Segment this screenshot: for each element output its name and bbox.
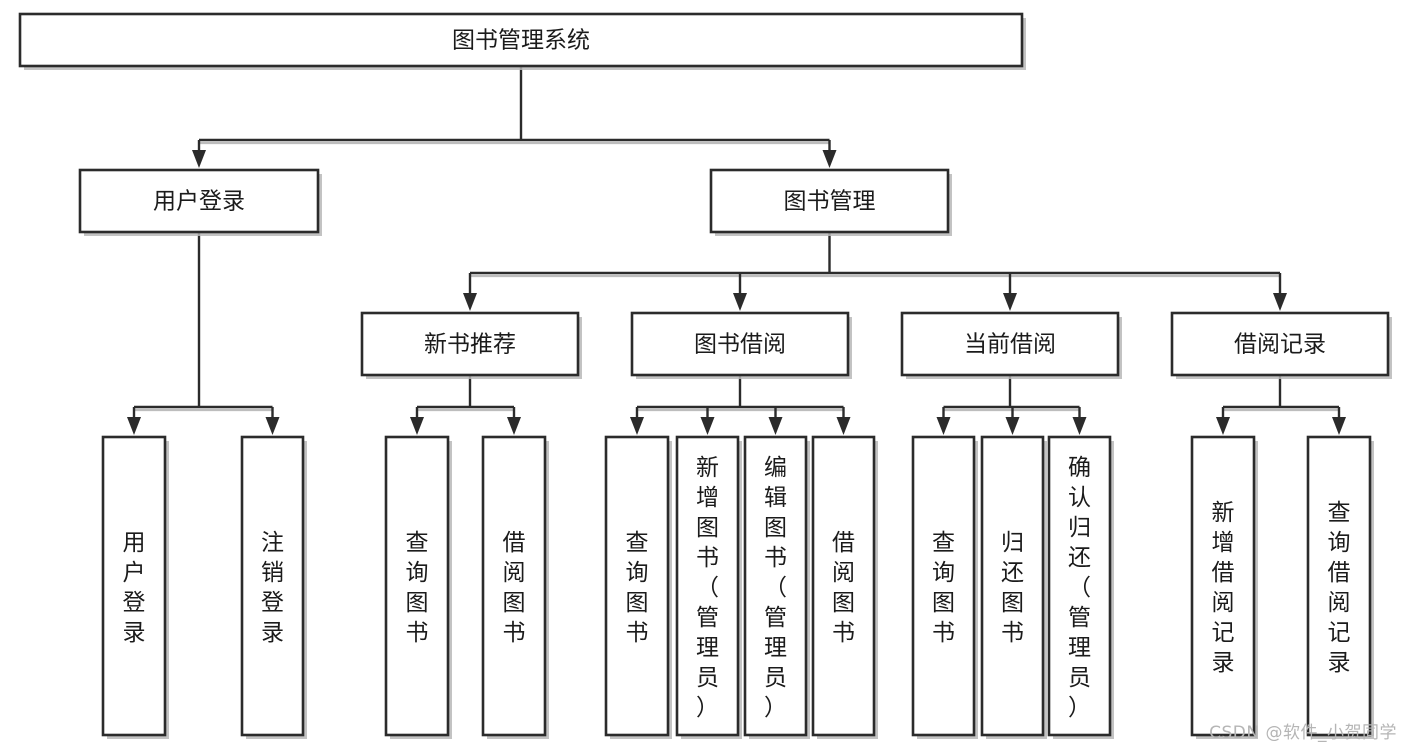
node-label-book-borrow: 图书借阅 (694, 332, 786, 358)
node-label-borrow-record: 借阅记录 (1234, 332, 1326, 358)
arrow-head-icon (768, 417, 783, 435)
arrow-head-icon (127, 417, 141, 435)
node-new-book-recommend[interactable]: 新书推荐 (360, 311, 582, 379)
node-user-login[interactable]: 用户登录 (78, 168, 322, 236)
node-label-leaf-return-book: 归还图书 (1001, 530, 1024, 646)
arrow-head-icon (1216, 417, 1230, 435)
arrow-head-icon (700, 417, 715, 435)
node-label-leaf-borrow-book-2: 借阅图书 (832, 530, 855, 646)
node-borrow-record[interactable]: 借阅记录 (1170, 311, 1392, 379)
node-label-leaf-query-borrow-record: 查询借阅记录 (1328, 500, 1351, 676)
arrow-head-icon (733, 293, 747, 311)
node-label-leaf-borrow-book-1: 借阅图书 (503, 530, 526, 646)
arrow-head-icon (192, 150, 206, 168)
node-label-leaf-confirm-return-admin: 确认归还（管理员） (1068, 455, 1091, 721)
arrow-head-icon (265, 417, 280, 435)
arrow-head-icon (463, 293, 477, 311)
node-leaf-return-book[interactable]: 归还图书 (980, 435, 1047, 739)
node-leaf-logout[interactable]: 注销登录 (240, 435, 307, 739)
node-leaf-query-book-2[interactable]: 查询图书 (604, 435, 672, 739)
node-label-book-manage: 图书管理 (784, 189, 876, 215)
arrow-head-icon (507, 417, 521, 435)
arrow-head-icon (410, 417, 424, 435)
node-leaf-query-book-1[interactable]: 查询图书 (384, 435, 452, 739)
arrow-head-icon (630, 417, 644, 435)
node-current-borrow[interactable]: 当前借阅 (900, 311, 1122, 379)
arrow-head-icon (1072, 417, 1087, 435)
node-label-leaf-user-login: 用户登录 (123, 530, 146, 646)
connector-group-root (192, 66, 837, 168)
arrow-head-icon (1273, 293, 1287, 311)
node-root[interactable]: 图书管理系统 (18, 12, 1026, 70)
node-label-leaf-add-book-admin: 新增图书（管理员） (696, 455, 719, 721)
node-label-current-borrow: 当前借阅 (964, 332, 1056, 358)
node-leaf-borrow-book-2[interactable]: 借阅图书 (811, 435, 878, 739)
arrow-head-icon (822, 150, 837, 168)
connector-group-new-book-recommend (410, 375, 521, 435)
node-leaf-user-login[interactable]: 用户登录 (101, 435, 169, 739)
arrow-head-icon (1005, 417, 1020, 435)
node-label-root: 图书管理系统 (452, 28, 590, 54)
node-leaf-query-borrow-record[interactable]: 查询借阅记录 (1306, 435, 1374, 739)
node-leaf-query-book-3[interactable]: 查询图书 (911, 435, 978, 739)
connector-group-current-borrow (936, 375, 1087, 435)
arrow-head-icon (836, 417, 851, 435)
node-label-leaf-query-book-1: 查询图书 (406, 530, 429, 646)
node-label-leaf-add-borrow-record: 新增借阅记录 (1212, 500, 1235, 676)
nodes-layer: 图书管理系统用户登录图书管理新书推荐图书借阅当前借阅借阅记录用户登录注销登录查询… (18, 12, 1392, 739)
node-book-borrow[interactable]: 图书借阅 (630, 311, 852, 379)
node-label-leaf-edit-book-admin: 编辑图书（管理员） (764, 455, 787, 721)
node-leaf-confirm-return-admin[interactable]: 确认归还（管理员） (1047, 435, 1114, 739)
node-book-manage[interactable]: 图书管理 (709, 168, 952, 236)
arrow-head-icon (1332, 417, 1346, 435)
arrow-head-icon (936, 417, 951, 435)
node-leaf-add-book-admin[interactable]: 新增图书（管理员） (675, 435, 742, 739)
watermark-text: CSDN @软件_小贺同学 (1209, 723, 1397, 743)
connector-group-borrow-record (1216, 375, 1346, 435)
node-label-user-login: 用户登录 (153, 189, 245, 215)
node-label-new-book-recommend: 新书推荐 (424, 332, 516, 358)
node-leaf-add-borrow-record[interactable]: 新增借阅记录 (1190, 435, 1258, 739)
arrow-head-icon (1003, 293, 1017, 311)
node-label-leaf-query-book-2: 查询图书 (626, 530, 649, 646)
connector-group-book-borrow (630, 375, 851, 435)
connectors-layer (127, 66, 1346, 435)
connector-group-user-login (127, 232, 280, 435)
node-leaf-borrow-book-1[interactable]: 借阅图书 (481, 435, 549, 739)
node-label-leaf-logout: 注销登录 (261, 530, 284, 646)
node-leaf-edit-book-admin[interactable]: 编辑图书（管理员） (743, 435, 810, 739)
node-label-leaf-query-book-3: 查询图书 (932, 530, 955, 646)
connector-group-book-manage (463, 232, 1287, 311)
